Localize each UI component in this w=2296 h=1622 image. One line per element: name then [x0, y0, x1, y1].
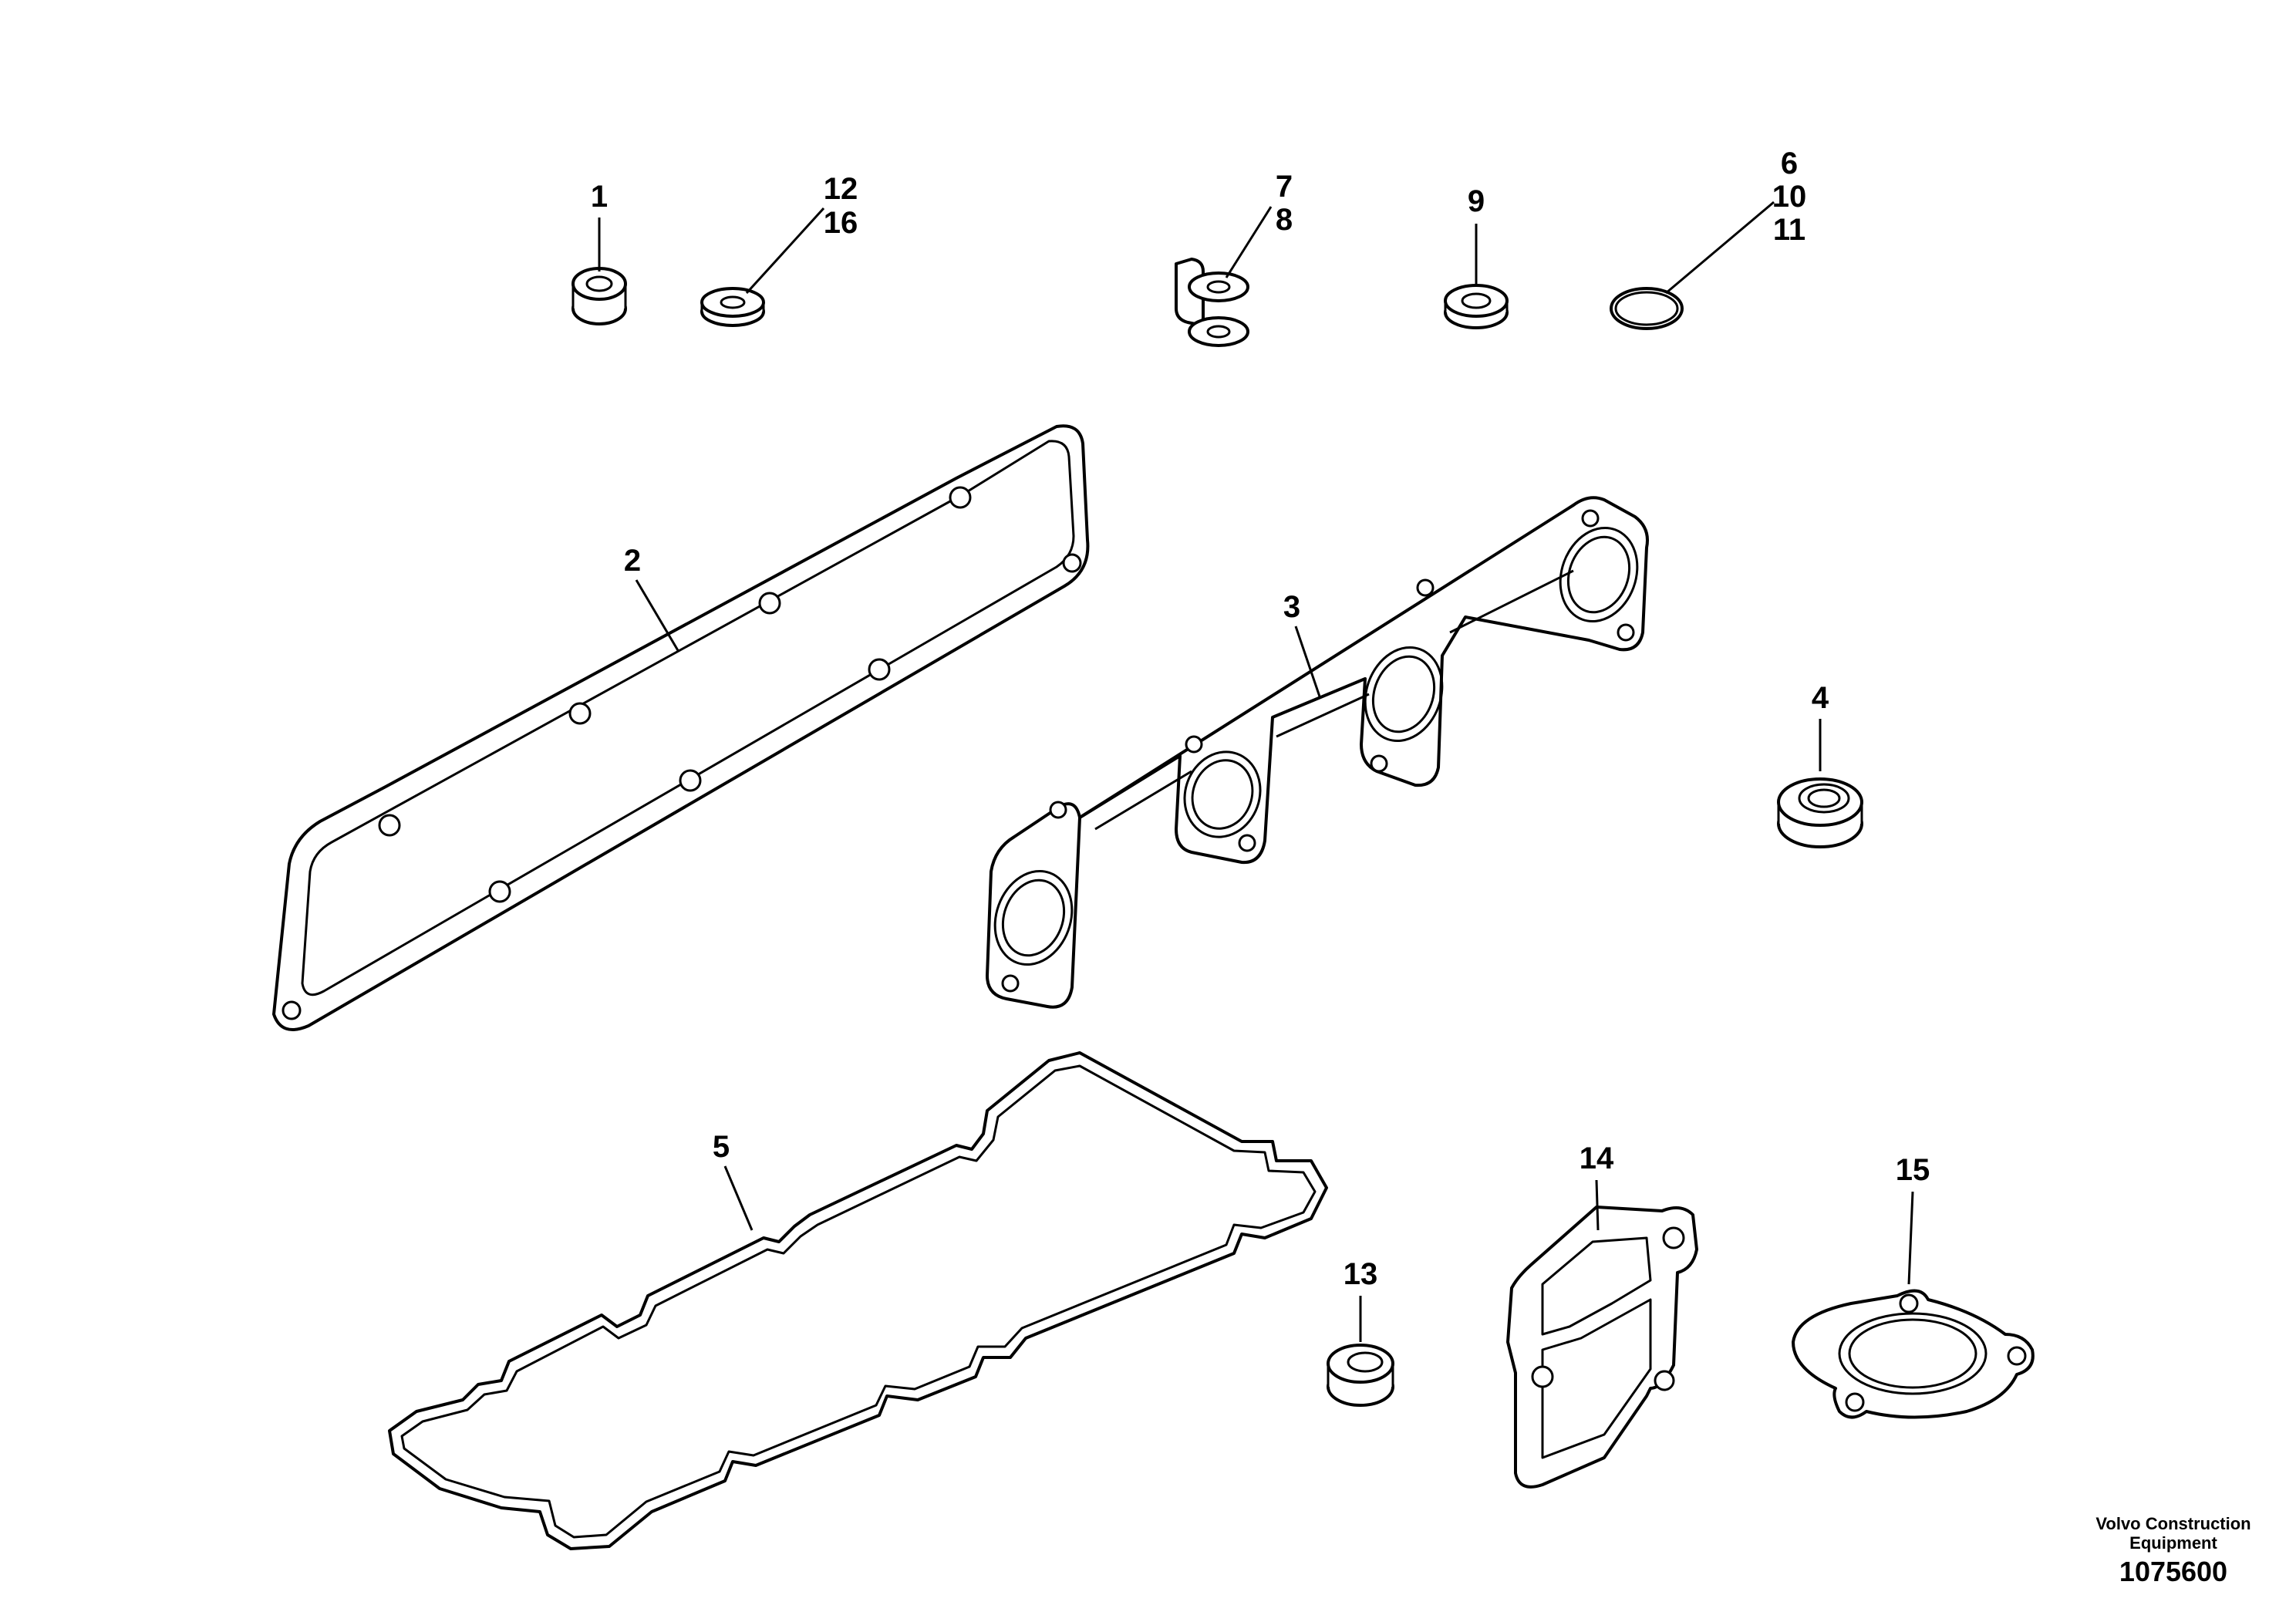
caption-equipment: Equipment — [2129, 1533, 2217, 1553]
label-4: 4 — [1812, 681, 1829, 715]
label-8: 8 — [1276, 203, 1293, 237]
label-5: 5 — [713, 1130, 730, 1164]
part-15-flange-gasket — [1792, 1289, 2035, 1419]
label-1: 1 — [591, 180, 608, 214]
label-11: 11 — [1773, 213, 1805, 247]
label-12: 12 — [824, 172, 858, 206]
part-5-valve-cover-gasket — [388, 1051, 1328, 1550]
caption-company: Volvo Construction — [2095, 1514, 2250, 1533]
leader-5 — [723, 1165, 754, 1231]
label-16: 16 — [824, 206, 858, 240]
leader-15 — [1907, 1191, 1914, 1285]
part-1-seal — [571, 267, 627, 325]
part-14-gasket — [1506, 1206, 1698, 1489]
part-13-seal — [1327, 1344, 1394, 1407]
part-2-gasket — [272, 424, 1090, 1031]
part-9-seal — [1444, 284, 1509, 329]
label-6: 6 — [1781, 147, 1798, 180]
leader-14 — [1595, 1179, 1600, 1231]
label-7: 7 — [1276, 170, 1293, 204]
label-14: 14 — [1580, 1141, 1614, 1175]
part-3-exhaust-gasket — [986, 496, 1649, 1009]
label-3: 3 — [1283, 590, 1300, 624]
leader-7-8 — [1225, 206, 1273, 278]
leader-12-16 — [745, 207, 825, 295]
leader-6-10-11 — [1665, 201, 1775, 295]
part-4-oil-seal — [1777, 777, 1863, 848]
label-13: 13 — [1344, 1257, 1378, 1291]
label-9: 9 — [1468, 184, 1485, 218]
leader-3 — [1294, 626, 1322, 700]
part-6-10-11-o-ring — [1610, 287, 1684, 330]
label-10: 10 — [1772, 180, 1807, 214]
caption-drawing-number: 1075600 — [2119, 1556, 2227, 1587]
part-12-16-washer — [700, 287, 765, 327]
label-2: 2 — [624, 544, 641, 578]
part-7-8-bracket — [1175, 258, 1249, 347]
label-15: 15 — [1896, 1153, 1930, 1187]
leader-2 — [635, 579, 680, 653]
